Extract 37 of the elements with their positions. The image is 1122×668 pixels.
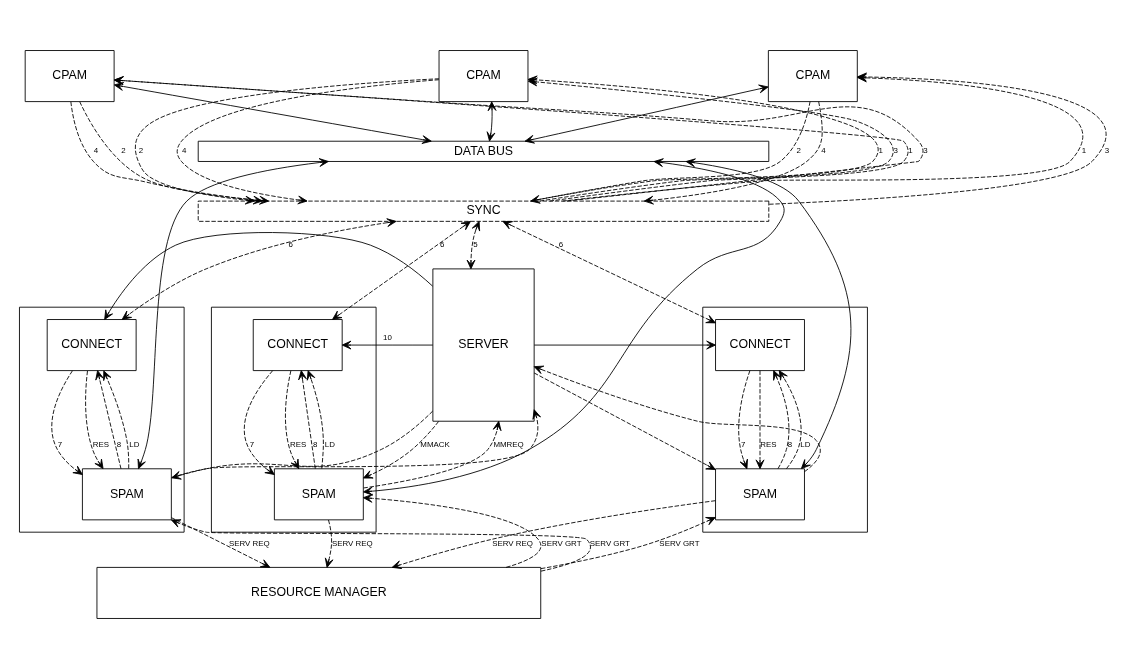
edge-label: 8 — [313, 439, 318, 449]
edge-label: 8 — [116, 439, 122, 449]
edge-label: 7 — [57, 439, 63, 449]
edge-label: LD — [129, 439, 140, 449]
edge-label: SERV REQ — [331, 538, 373, 548]
edge-label: SERV GRT — [659, 538, 700, 548]
edge-label: RES — [92, 439, 110, 449]
edge-label: 3 — [893, 145, 898, 155]
edge-label: 3 — [923, 145, 928, 155]
edge-label: RES — [290, 439, 307, 449]
edge-label: 7 — [741, 439, 746, 449]
edge-label: LD — [324, 439, 335, 449]
edge-label: 1 — [908, 145, 913, 155]
edge-label: 4 — [181, 145, 187, 155]
edge-label: MMREQ — [493, 439, 524, 449]
edge-label: SERV GRT — [589, 538, 630, 548]
edge-label: 2 — [138, 145, 144, 155]
edge-label: RES — [760, 439, 777, 449]
edge-label: 10 — [383, 332, 392, 342]
edge-label: 1 — [1081, 145, 1087, 155]
edge-label: LD — [800, 439, 811, 449]
edge-label: SERV REQ — [492, 538, 533, 548]
edge-label: 2 — [796, 145, 801, 155]
edge-label: 6 — [288, 239, 293, 249]
edge-label: SERV GRT — [541, 538, 582, 548]
edge-label: 6 — [558, 239, 564, 249]
edge-label: 7 — [249, 439, 255, 449]
edge-label: 5 — [473, 239, 478, 249]
edge-label: 4 — [821, 145, 826, 155]
edge-label: 4 — [93, 145, 99, 155]
edge-label: 3 — [1104, 145, 1110, 155]
edge-label: 6 — [439, 239, 445, 249]
edge-label: SERV REQ — [228, 538, 270, 548]
edge-label: MMACK — [420, 439, 450, 449]
edge-label: 2 — [121, 145, 126, 155]
edge-label: 8 — [787, 439, 793, 449]
edge-label: 1 — [878, 145, 883, 155]
